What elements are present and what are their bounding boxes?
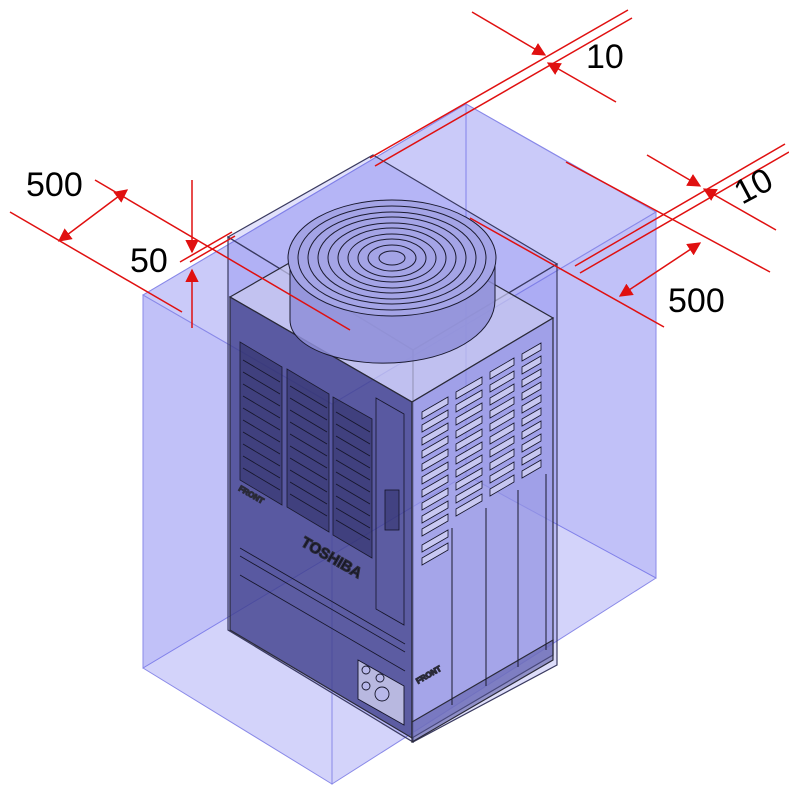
right500-dim-line	[618, 242, 702, 297]
side-panel-lines	[451, 474, 547, 705]
side-grille	[421, 342, 542, 566]
dim-left-500: 500	[26, 166, 83, 204]
dimension-lines	[9, 9, 789, 331]
right500-extension-a	[565, 161, 771, 273]
right-extension-line-outer	[574, 143, 786, 267]
right500-extension-b	[469, 217, 665, 328]
left500-dim-line	[57, 189, 129, 242]
left500-extension-a	[94, 179, 351, 331]
right-dim-leader-lower	[702, 188, 777, 231]
rear-extension-line-outer	[369, 9, 629, 159]
dim-top-50: 50	[130, 242, 168, 280]
fan-guard	[287, 199, 497, 364]
rear-extension-line-inner	[374, 17, 633, 167]
rear-dim-leader-lower	[546, 62, 617, 103]
front-louvers	[242, 359, 371, 541]
height-extension-b	[179, 231, 233, 263]
dim-top-rear-10: 10	[586, 38, 624, 76]
dimension-labels: 10 10 500 50 500	[26, 38, 779, 320]
dim-right-500: 500	[668, 282, 725, 320]
front-lower-panel	[239, 397, 406, 672]
right-dim-leader-upper	[646, 154, 702, 187]
height-extension-a	[189, 235, 236, 263]
service-panel	[357, 659, 405, 726]
right-extension-line-inner	[579, 151, 789, 274]
rear-dim-leader-upper	[471, 11, 547, 56]
left500-extension-b	[9, 211, 183, 313]
outdoor-unit: TOSHIBA FRONT FRONT	[228, 199, 555, 744]
dim-right-rear-10: 10	[728, 161, 779, 212]
front-grille	[239, 341, 373, 559]
